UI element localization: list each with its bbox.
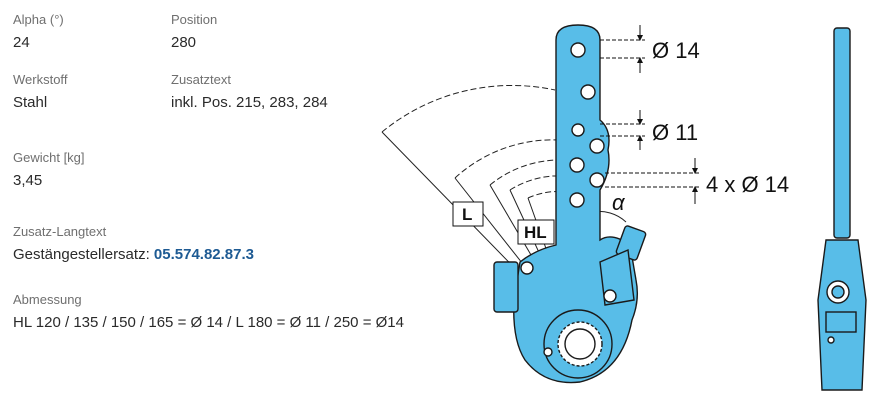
spec-label: Abmessung xyxy=(13,292,82,307)
spec-abmessung: Abmessung HL 120 / 135 / 150 / 165 = Ø 1… xyxy=(13,292,404,332)
spec-position: Position 280 xyxy=(171,12,217,52)
spec-value: 24 xyxy=(13,34,30,51)
spec-value: Gestängestellersatz: 05.574.82.87.3 xyxy=(13,246,254,264)
spec-value: Stahl xyxy=(13,94,48,111)
spec-value: HL 120 / 135 / 150 / 165 = Ø 14 / L 180 … xyxy=(13,314,404,331)
spec-label: Werkstoff xyxy=(13,72,68,87)
spec-label: Zusatztext xyxy=(171,72,231,87)
spec-label: Gewicht [kg] xyxy=(13,150,85,165)
label-L-box xyxy=(452,201,484,227)
dim-holes-label: 4 x Ø 14 xyxy=(706,172,789,197)
spec-alpha: Alpha (°) 24 xyxy=(13,12,64,52)
dim-top-label: Ø 14 xyxy=(652,38,700,63)
dimension-lines xyxy=(600,25,700,204)
spec-label: Position xyxy=(171,12,218,27)
spec-gewicht: Gewicht [kg] 3,45 xyxy=(13,150,85,190)
label-L: L xyxy=(462,205,472,224)
spec-zusatz-langtext: Zusatz-Langtext Gestängestellersatz: 05.… xyxy=(13,224,254,264)
spec-prefix: Gestängestellersatz: xyxy=(13,246,154,263)
spec-value: 280 xyxy=(171,34,197,51)
dim-mid-label: Ø 11 xyxy=(652,120,698,145)
spec-label: Zusatz-Langtext xyxy=(13,224,107,239)
arm-holes xyxy=(520,42,617,357)
spec-label: Alpha (°) xyxy=(13,12,64,27)
alpha-label: α xyxy=(612,190,626,215)
spec-zusatztext: Zusatztext inkl. Pos. 215, 283, 284 xyxy=(171,72,328,112)
spec-werkstoff: Werkstoff Stahl xyxy=(13,72,67,112)
label-HL-box xyxy=(517,219,555,245)
spec-value: 3,45 xyxy=(13,172,43,189)
part-number-link[interactable]: 05.574.82.87.3 xyxy=(153,246,254,263)
label-HL: HL xyxy=(524,223,547,242)
slack-adjuster-side xyxy=(817,27,867,391)
spec-value: inkl. Pos. 215, 283, 284 xyxy=(171,94,328,111)
